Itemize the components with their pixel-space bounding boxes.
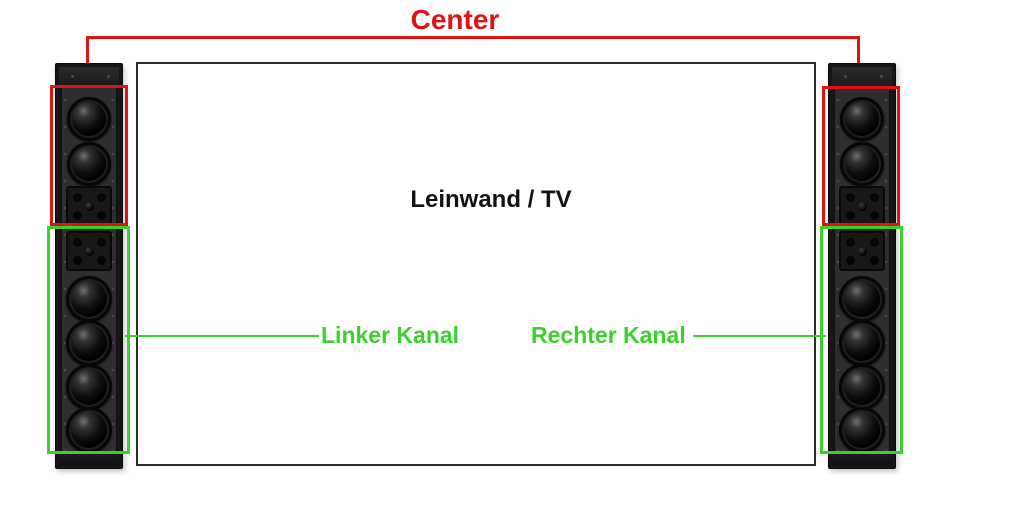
left-channel-connector-line (125, 335, 319, 337)
speaker-bottom-cap (832, 452, 892, 465)
speaker-woofer-driver (839, 320, 885, 366)
left-speaker-image (55, 63, 123, 469)
left-channel-section-box (47, 226, 130, 454)
right-channel-section-box (820, 226, 903, 454)
center-connector-line-horizontal (86, 36, 860, 39)
speaker-woofer-driver (840, 142, 884, 186)
speaker-woofer-driver (839, 276, 885, 322)
speaker-tweeter-array (839, 231, 885, 271)
speaker-woofer-driver (67, 142, 111, 186)
speaker-woofer-driver (66, 407, 112, 453)
speaker-woofer-driver (66, 276, 112, 322)
speaker-tweeter-array (839, 186, 885, 226)
speaker-top-cap (832, 67, 892, 86)
screen-tv-rect: Leinwand / TV (136, 62, 816, 466)
screen-tv-label: Leinwand / TV (410, 186, 572, 213)
speaker-woofer-driver (839, 407, 885, 453)
center-connector-line-right (857, 36, 860, 89)
left-center-section-box (50, 85, 128, 226)
right-speaker-image (828, 63, 896, 469)
speaker-tweeter-array (66, 231, 112, 271)
speaker-woofer-driver (66, 320, 112, 366)
right-channel-label: Rechter Kanal (531, 322, 686, 348)
right-center-section-box (822, 86, 900, 226)
speaker-woofer-driver (67, 97, 111, 141)
left-channel-label: Linker Kanal (321, 322, 460, 348)
speaker-woofer-driver (66, 364, 112, 410)
speaker-top-cap (59, 67, 119, 86)
right-channel-connector-line (693, 335, 826, 337)
center-connector-line-left (86, 36, 89, 87)
speaker-woofer-driver (840, 97, 884, 141)
speaker-woofer-driver (839, 364, 885, 410)
speaker-bottom-cap (59, 452, 119, 465)
center-channel-label: Center (410, 4, 500, 35)
